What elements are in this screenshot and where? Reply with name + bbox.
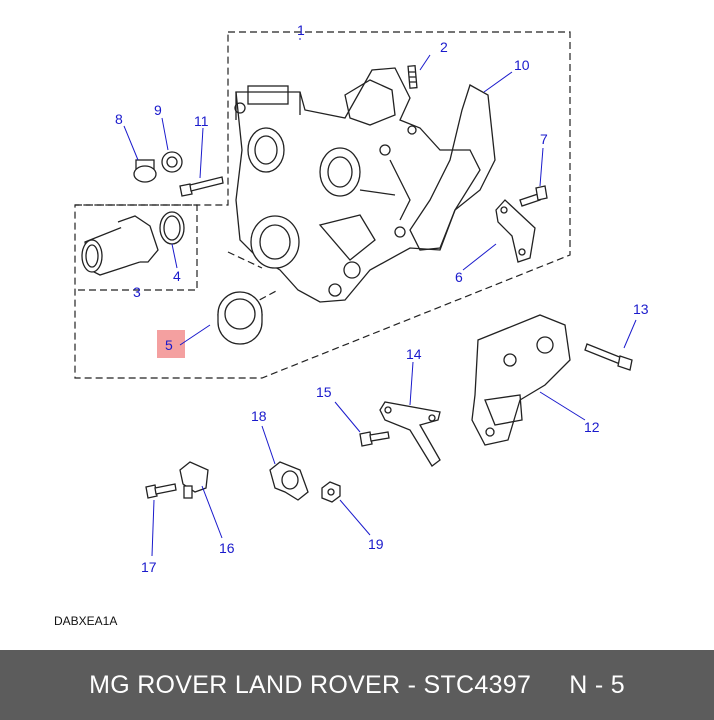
bolt-17 <box>145 483 177 499</box>
diagram-code: DABXEA1A <box>54 614 118 628</box>
callout-3: 3 <box>133 284 141 300</box>
bracket-6 <box>495 199 536 263</box>
highlight-box-5 <box>157 330 185 358</box>
footer-brand: MG ROVER LAND ROVER - STC4397 <box>89 670 532 699</box>
outlet-pipe-3 <box>81 215 159 276</box>
gasket-10-inner <box>344 79 396 126</box>
callout-6: 6 <box>455 269 463 285</box>
clamp-18 <box>269 461 309 501</box>
parts-diagram: 1 2 3 4 5 6 7 8 9 10 11 12 13 14 15 16 1… <box>74 22 649 575</box>
front-cover-housing <box>234 67 481 303</box>
callout-10: 10 <box>514 57 530 73</box>
callout-9: 9 <box>154 102 162 118</box>
bolt-11 <box>179 176 224 197</box>
gasket-10 <box>409 84 496 251</box>
callout-15: 15 <box>316 384 332 400</box>
mounting-bracket-12 <box>471 314 571 446</box>
stud-2 <box>407 64 418 89</box>
plug-8 <box>133 159 157 183</box>
callout-2: 2 <box>440 39 448 55</box>
callout-18: 18 <box>251 408 267 424</box>
callout-11: 11 <box>194 113 209 129</box>
callout-4: 4 <box>173 268 181 284</box>
callout-17: 17 <box>141 559 157 575</box>
footer-bar: MG ROVER LAND ROVER - STC4397 N - 5 <box>0 650 714 720</box>
nut-19 <box>321 481 341 503</box>
callout-13: 13 <box>633 301 649 317</box>
callout-12: 12 <box>584 419 600 435</box>
leader-lines <box>123 38 637 557</box>
washer-9 <box>161 151 183 173</box>
callout-1: 1 <box>297 22 305 38</box>
o-ring-4 <box>159 211 185 245</box>
group-boundary-3 <box>75 204 198 291</box>
bracket-14 <box>379 401 441 467</box>
callout-16: 16 <box>219 540 235 556</box>
bolt-15 <box>359 431 390 447</box>
oil-seal-5 <box>217 291 263 345</box>
bolt-13 <box>584 343 633 371</box>
callout-7: 7 <box>540 131 548 147</box>
callout-14: 14 <box>406 346 422 362</box>
bolt-7 <box>519 185 548 207</box>
callout-19: 19 <box>368 536 384 552</box>
group-boundary-1 <box>74 31 571 379</box>
callout-8: 8 <box>115 111 123 127</box>
clip-16 <box>179 461 209 499</box>
callout-5: 5 <box>165 337 173 353</box>
footer-page: N - 5 <box>569 670 625 699</box>
